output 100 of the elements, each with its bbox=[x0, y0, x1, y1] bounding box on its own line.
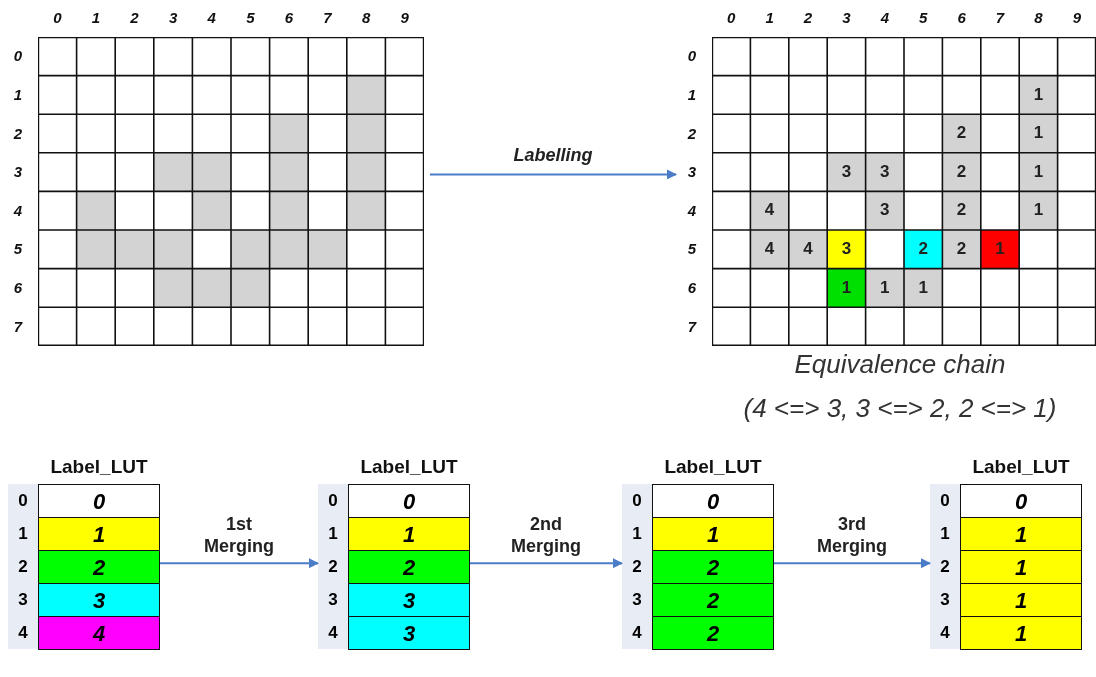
cell-number: 1 bbox=[994, 239, 1006, 259]
table-cell: 1 bbox=[652, 517, 774, 551]
column-number: 2 bbox=[129, 9, 140, 27]
table-cell: 1 bbox=[38, 517, 160, 551]
column-number: 6 bbox=[956, 9, 967, 27]
row-number: 5 bbox=[12, 240, 24, 259]
cell-number: 2 bbox=[955, 239, 968, 259]
column-number: 6 bbox=[283, 9, 295, 27]
table-cell: 0 bbox=[348, 484, 470, 518]
row-index: 3 bbox=[622, 583, 652, 616]
table-cell: 1 bbox=[960, 583, 1082, 617]
row-number: 0 bbox=[12, 47, 24, 66]
column-number: 7 bbox=[322, 9, 333, 27]
table-title: Label_LUT bbox=[971, 455, 1071, 479]
cell-number: 3 bbox=[840, 161, 853, 182]
table-cell: 3 bbox=[348, 616, 470, 650]
table-cell: 0 bbox=[38, 484, 160, 518]
row-number: 4 bbox=[686, 201, 698, 220]
row-index: 2 bbox=[8, 550, 38, 583]
cell-number: 4 bbox=[763, 200, 776, 221]
cell-number: 1 bbox=[917, 277, 929, 298]
caption-text: Equivalence chain bbox=[793, 348, 1007, 380]
row-number: 4 bbox=[12, 201, 24, 220]
cell-number: 1 bbox=[1032, 161, 1045, 182]
column-number: 7 bbox=[994, 9, 1006, 27]
row-index: 4 bbox=[930, 616, 960, 649]
row-number: 5 bbox=[686, 240, 698, 259]
table-cell: 3 bbox=[38, 583, 160, 617]
cell-number: 3 bbox=[879, 200, 891, 221]
row-index: 1 bbox=[318, 517, 348, 550]
row-number: 2 bbox=[686, 124, 698, 143]
table-cell: 2 bbox=[348, 550, 470, 584]
table-cell: 2 bbox=[652, 583, 774, 617]
row-index: 3 bbox=[930, 583, 960, 616]
row-index: 2 bbox=[930, 550, 960, 583]
row-index: 0 bbox=[318, 484, 348, 517]
column-number: 2 bbox=[802, 9, 814, 27]
cell-number: 4 bbox=[802, 239, 814, 259]
column-number: 8 bbox=[360, 9, 372, 27]
column-number: 1 bbox=[90, 9, 102, 27]
cell-number: 1 bbox=[879, 277, 891, 298]
table-cell: 4 bbox=[38, 616, 160, 650]
cell-number: 2 bbox=[917, 239, 929, 259]
row-number: 6 bbox=[686, 278, 698, 297]
cell-number: 2 bbox=[955, 123, 968, 144]
cell-number: 1 bbox=[1032, 200, 1045, 221]
table-cell: 2 bbox=[652, 616, 774, 650]
table-cell: 2 bbox=[652, 550, 774, 584]
column-number: 3 bbox=[167, 9, 179, 27]
column-number: 5 bbox=[918, 9, 929, 27]
table-cell: 3 bbox=[348, 583, 470, 617]
table-title: Label_LUT bbox=[359, 455, 459, 479]
row-number: 7 bbox=[686, 317, 698, 336]
cell-number: 4 bbox=[763, 239, 776, 259]
row-index: 3 bbox=[318, 583, 348, 616]
column-number: 8 bbox=[1033, 9, 1044, 27]
row-index: 0 bbox=[8, 484, 38, 517]
column-number: 4 bbox=[206, 9, 217, 27]
arrow bbox=[773, 558, 931, 569]
table-cell: 2 bbox=[38, 550, 160, 584]
table-cell: 1 bbox=[960, 616, 1082, 650]
row-number: 3 bbox=[686, 163, 698, 182]
cell-number: 2 bbox=[955, 161, 968, 182]
column-number: 5 bbox=[245, 9, 256, 27]
row-number: 0 bbox=[686, 47, 698, 66]
row-number: 1 bbox=[12, 85, 24, 104]
column-number: 4 bbox=[879, 9, 890, 27]
table-cell: 0 bbox=[652, 484, 774, 518]
column-number: 3 bbox=[841, 9, 852, 27]
row-index: 2 bbox=[622, 550, 652, 583]
pixel-grid bbox=[38, 37, 424, 346]
row-index: 4 bbox=[318, 616, 348, 649]
caption-text: (4 <=> 3, 3 <=> 2, 2 <=> 1) bbox=[742, 392, 1058, 424]
row-index: 0 bbox=[622, 484, 652, 517]
table-cell: 1 bbox=[960, 550, 1082, 584]
arrow bbox=[159, 558, 319, 569]
row-index: 3 bbox=[8, 583, 38, 616]
column-number: 1 bbox=[764, 9, 775, 27]
column-number: 9 bbox=[399, 9, 410, 27]
cell-number: 3 bbox=[879, 161, 891, 182]
table-cell: 0 bbox=[960, 484, 1082, 518]
row-index: 2 bbox=[318, 550, 348, 583]
row-number: 3 bbox=[12, 163, 24, 182]
table-title: Label_LUT bbox=[49, 455, 149, 479]
cell-number: 1 bbox=[1032, 123, 1045, 144]
row-number: 7 bbox=[12, 317, 24, 336]
cell-number: 2 bbox=[955, 200, 968, 221]
row-index: 1 bbox=[8, 517, 38, 550]
column-number: 9 bbox=[1071, 9, 1082, 27]
cell-number: 1 bbox=[840, 277, 853, 298]
table-cell: 1 bbox=[960, 517, 1082, 551]
row-number: 1 bbox=[686, 85, 698, 104]
row-index: 4 bbox=[8, 616, 38, 649]
column-number: 0 bbox=[52, 9, 63, 27]
row-number: 2 bbox=[12, 124, 24, 143]
table-title: Label_LUT bbox=[663, 455, 763, 479]
cell-number: 1 bbox=[1032, 84, 1045, 105]
cell-number: 3 bbox=[840, 239, 853, 259]
arrow bbox=[469, 558, 623, 569]
column-number: 0 bbox=[726, 9, 737, 27]
